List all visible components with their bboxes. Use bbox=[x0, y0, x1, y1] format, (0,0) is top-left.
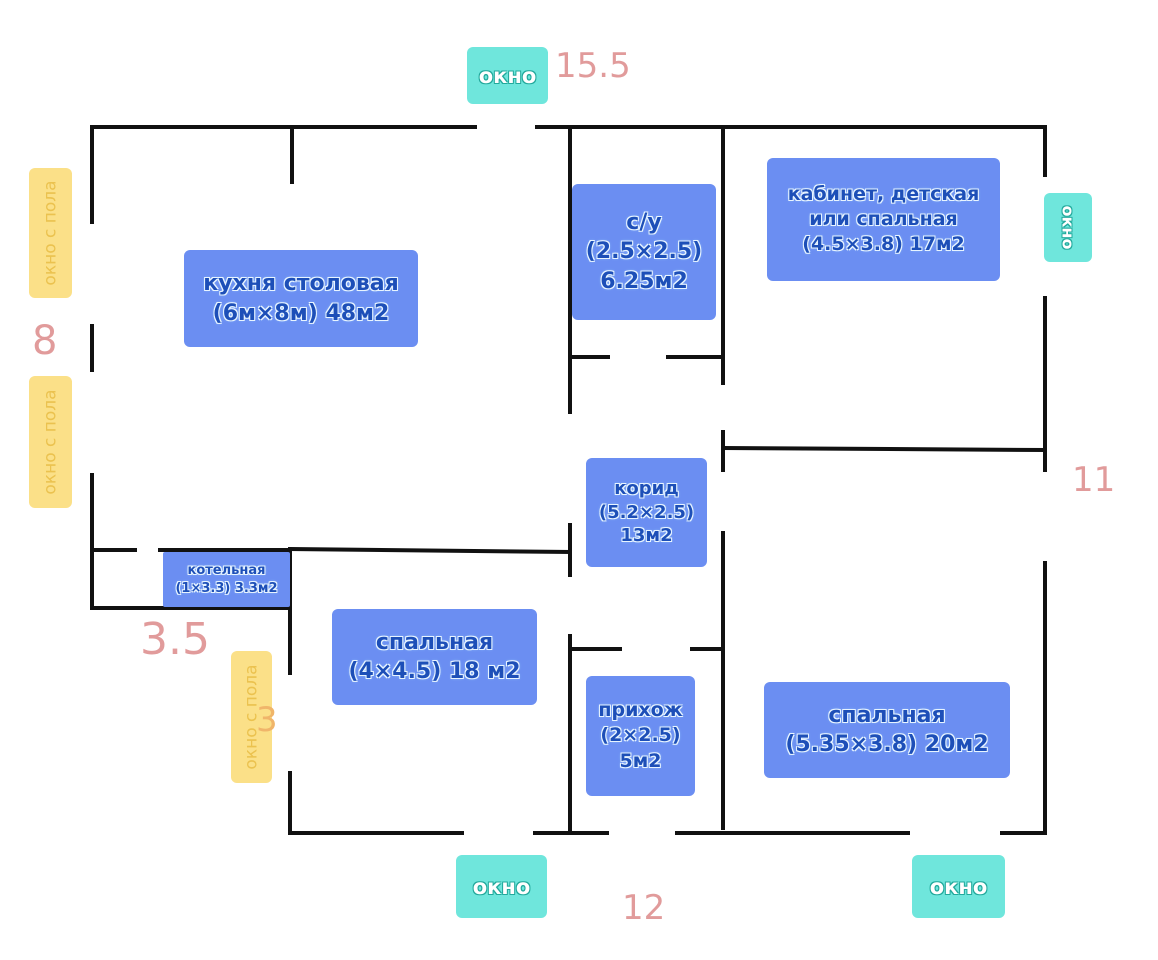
room-size: (1×3.3) 3.3м2 bbox=[175, 580, 278, 596]
floor-window-left-upper: окно с пола bbox=[29, 168, 72, 298]
room-name: с/у bbox=[626, 210, 662, 236]
window-label: окно bbox=[472, 874, 531, 899]
dimension-top: 15.5 bbox=[555, 46, 631, 86]
floor-window-left-lower: окно с пола bbox=[29, 376, 72, 508]
room-dimensions: (2×2.5) bbox=[600, 724, 681, 747]
window-label: окно с пола bbox=[40, 180, 61, 286]
window-bottom-left: окно bbox=[456, 855, 547, 918]
dimension-bedroom-side: 3 bbox=[256, 700, 278, 740]
dimension-right: 11 bbox=[1072, 460, 1116, 500]
room-area: 6.25м2 bbox=[600, 268, 688, 294]
window-label: окно bbox=[478, 63, 537, 88]
room-kitchen: кухня столовая (6м×8м) 48м2 bbox=[184, 250, 418, 347]
window-label: окно bbox=[1058, 205, 1078, 250]
room-size: (6м×8м) 48м2 bbox=[212, 300, 390, 326]
room-area: 13м2 bbox=[620, 525, 673, 547]
room-hallway: прихож (2×2.5) 5м2 bbox=[586, 676, 695, 796]
window-label: окно с пола bbox=[40, 389, 61, 495]
room-size: (4×4.5) 18 м2 bbox=[348, 659, 521, 684]
room-area: 5м2 bbox=[619, 749, 662, 772]
room-name: кабинет, детская bbox=[787, 182, 980, 205]
window-top: окно bbox=[467, 47, 548, 104]
room-name: прихож bbox=[598, 699, 683, 722]
dimension-left: 8 bbox=[32, 318, 58, 364]
room-boiler: котельная (1×3.3) 3.3м2 bbox=[163, 552, 290, 607]
room-bathroom: с/у (2.5×2.5) 6.25м2 bbox=[572, 184, 716, 320]
room-study: кабинет, детская или спальная (4.5×3.8) … bbox=[767, 158, 1000, 281]
window-right: окно bbox=[1044, 193, 1092, 262]
room-name: спальная bbox=[828, 702, 946, 728]
room-dimensions: (2.5×2.5) bbox=[585, 239, 703, 265]
dimension-bottom: 12 bbox=[622, 888, 666, 928]
room-size: (4.5×3.8) 17м2 bbox=[802, 233, 965, 256]
window-bottom-right: окно bbox=[912, 855, 1005, 918]
room-name: спальная bbox=[375, 629, 494, 655]
room-corridor: корид (5.2×2.5) 13м2 bbox=[586, 458, 707, 567]
dimension-boiler-side: 3.5 bbox=[140, 614, 210, 665]
room-name: котельная bbox=[187, 563, 266, 579]
room-bedroom-left: спальная (4×4.5) 18 м2 bbox=[332, 609, 537, 705]
room-name-alt: или спальная bbox=[809, 207, 958, 230]
room-name: кухня столовая bbox=[203, 271, 399, 297]
room-size: (5.35×3.8) 20м2 bbox=[785, 732, 989, 757]
room-dimensions: (5.2×2.5) bbox=[598, 501, 695, 523]
window-label: окно bbox=[929, 874, 988, 899]
room-name: корид bbox=[614, 477, 679, 499]
floor-window-bedroom: окно с пола bbox=[231, 651, 272, 783]
room-bedroom-right: спальная (5.35×3.8) 20м2 bbox=[764, 682, 1010, 778]
